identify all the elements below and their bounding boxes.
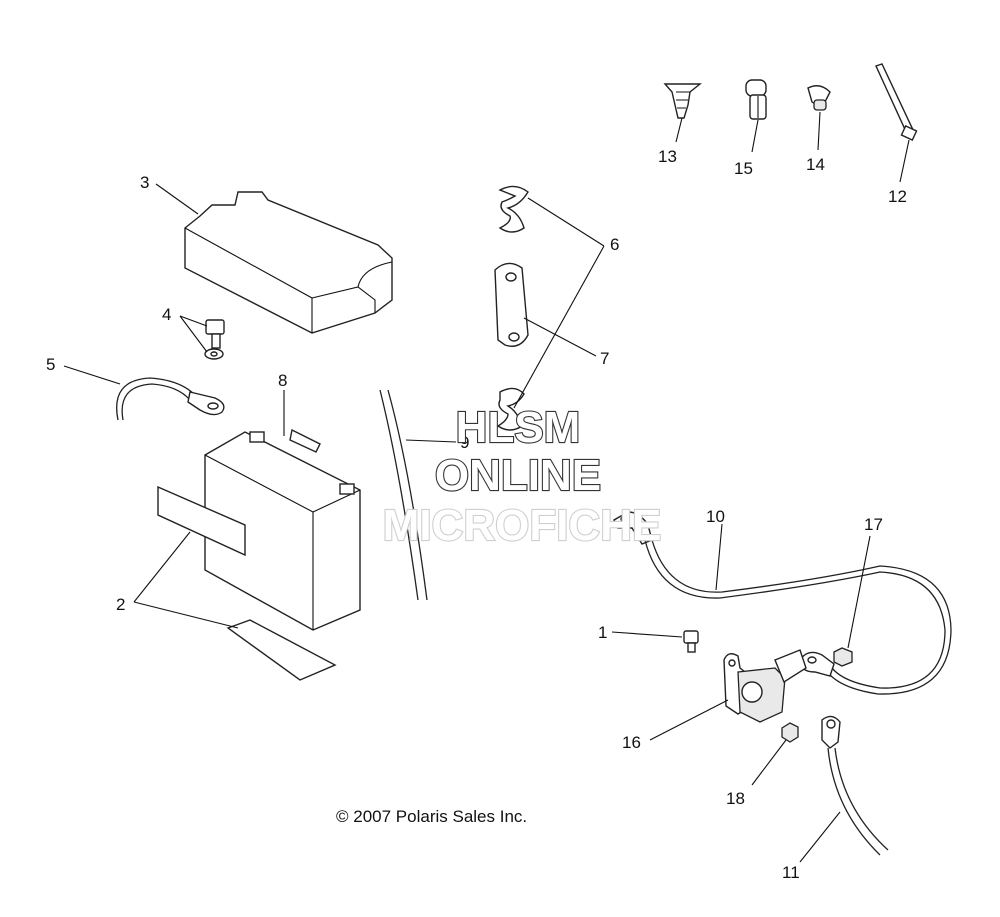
callout-10: 10 xyxy=(706,507,725,526)
callout-9: 9 xyxy=(460,433,469,452)
watermark: HLSM ONLINE MICROFICHE xyxy=(382,402,663,551)
callout-1: 1 xyxy=(598,623,607,642)
push-clip xyxy=(663,83,702,119)
callout-2: 2 xyxy=(116,595,125,614)
leader-lines xyxy=(63,111,910,863)
bolt-and-washer xyxy=(204,319,225,360)
callout-14: 14 xyxy=(806,155,825,174)
nut-17 xyxy=(833,647,853,667)
callout-12: 12 xyxy=(888,187,907,206)
screw xyxy=(683,630,699,653)
callout-4: 4 xyxy=(162,305,171,324)
strap-link xyxy=(494,262,529,347)
ground-cable xyxy=(821,715,889,856)
callout-16: 16 xyxy=(622,733,641,752)
callout-6: 6 xyxy=(610,235,619,254)
callout-5: 5 xyxy=(46,355,55,374)
battery-negative-cable xyxy=(116,377,225,421)
battery xyxy=(204,428,361,631)
battery-decals xyxy=(157,485,337,681)
callout-13: 13 xyxy=(658,147,677,166)
cable-tie xyxy=(875,63,918,141)
callout-11: 11 xyxy=(782,863,800,882)
callout-numbers: 3 4 5 8 6 7 9 2 1 16 10 17 18 11 13 15 1… xyxy=(46,147,907,882)
watermark-line3: MICROFICHE xyxy=(383,501,662,550)
watermark-line2: ONLINE xyxy=(435,451,601,500)
cable-connector xyxy=(745,79,767,120)
grommet xyxy=(807,85,831,111)
battery-strap xyxy=(379,389,428,601)
solenoid xyxy=(723,649,807,723)
nut-18 xyxy=(781,722,799,743)
callout-8: 8 xyxy=(278,371,287,390)
callout-18: 18 xyxy=(726,789,745,808)
watermark-line1: HLSM xyxy=(456,403,581,452)
callout-7: 7 xyxy=(600,349,609,368)
callout-3: 3 xyxy=(140,173,149,192)
callout-17: 17 xyxy=(864,515,883,534)
strap-clips xyxy=(496,185,529,431)
copyright-notice: © 2007 Polaris Sales Inc. xyxy=(336,807,527,826)
callout-15: 15 xyxy=(734,159,753,178)
battery-cover-pad xyxy=(184,191,393,334)
